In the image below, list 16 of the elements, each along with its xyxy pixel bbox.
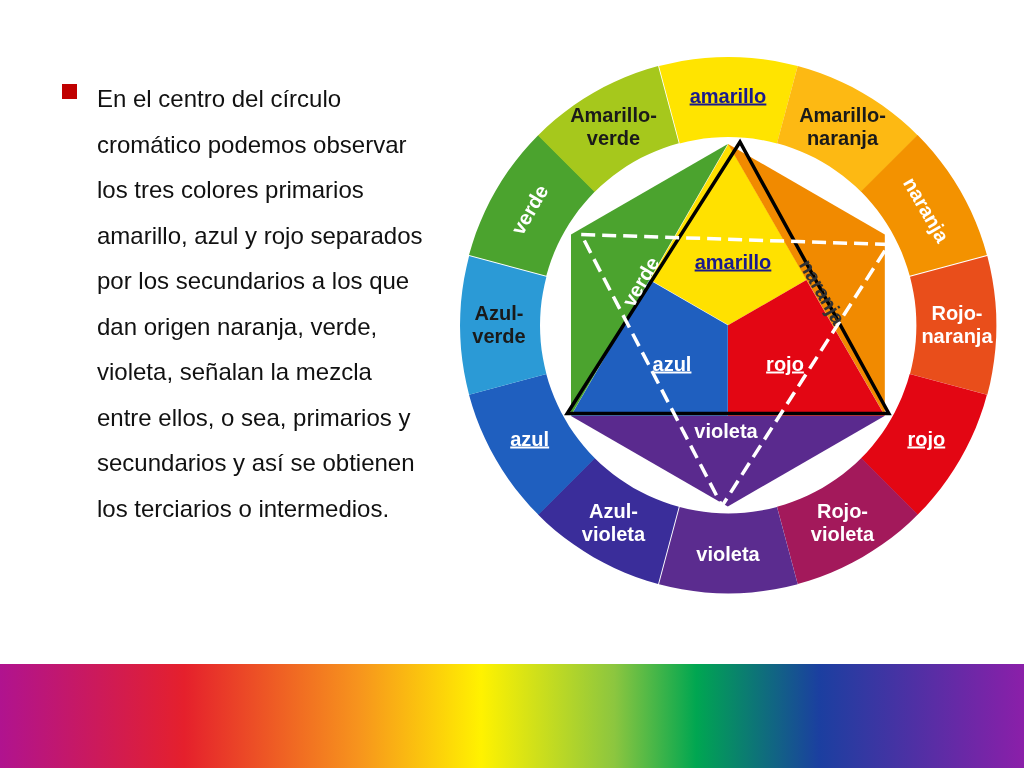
segment-label: azul [510, 428, 550, 451]
segment-label: amarillo [694, 250, 772, 274]
segment-label: violeta [696, 542, 760, 566]
segment-label: Amarillo- verde [569, 103, 658, 150]
bullet-paragraph: En el centro del círculo cromático podemos observar los tres colores primarios amarillo, azul y rojo separados por los secundarios a los que dan origen naranja, verde, violeta, señalan la mezcla entre ellos, o sea, primarios y secundarios y así se obtienen los terciarios o intermedios. [97, 84, 424, 524]
segment-label: rojo [907, 428, 946, 451]
segment-label: Amarillo- naranja [798, 103, 887, 150]
rainbow-band [0, 664, 1024, 768]
segment-label: Azul- verde [471, 302, 527, 348]
segment-label: Rojo- naranja [920, 302, 994, 348]
segment-label: Azul- violeta [580, 500, 647, 547]
segment-label: violeta [694, 419, 758, 443]
segment-label: rojo [766, 352, 804, 376]
segment-label: amarillo [689, 84, 767, 108]
segment-label: azul [652, 352, 692, 376]
segment-label: Rojo- violeta [809, 500, 876, 547]
